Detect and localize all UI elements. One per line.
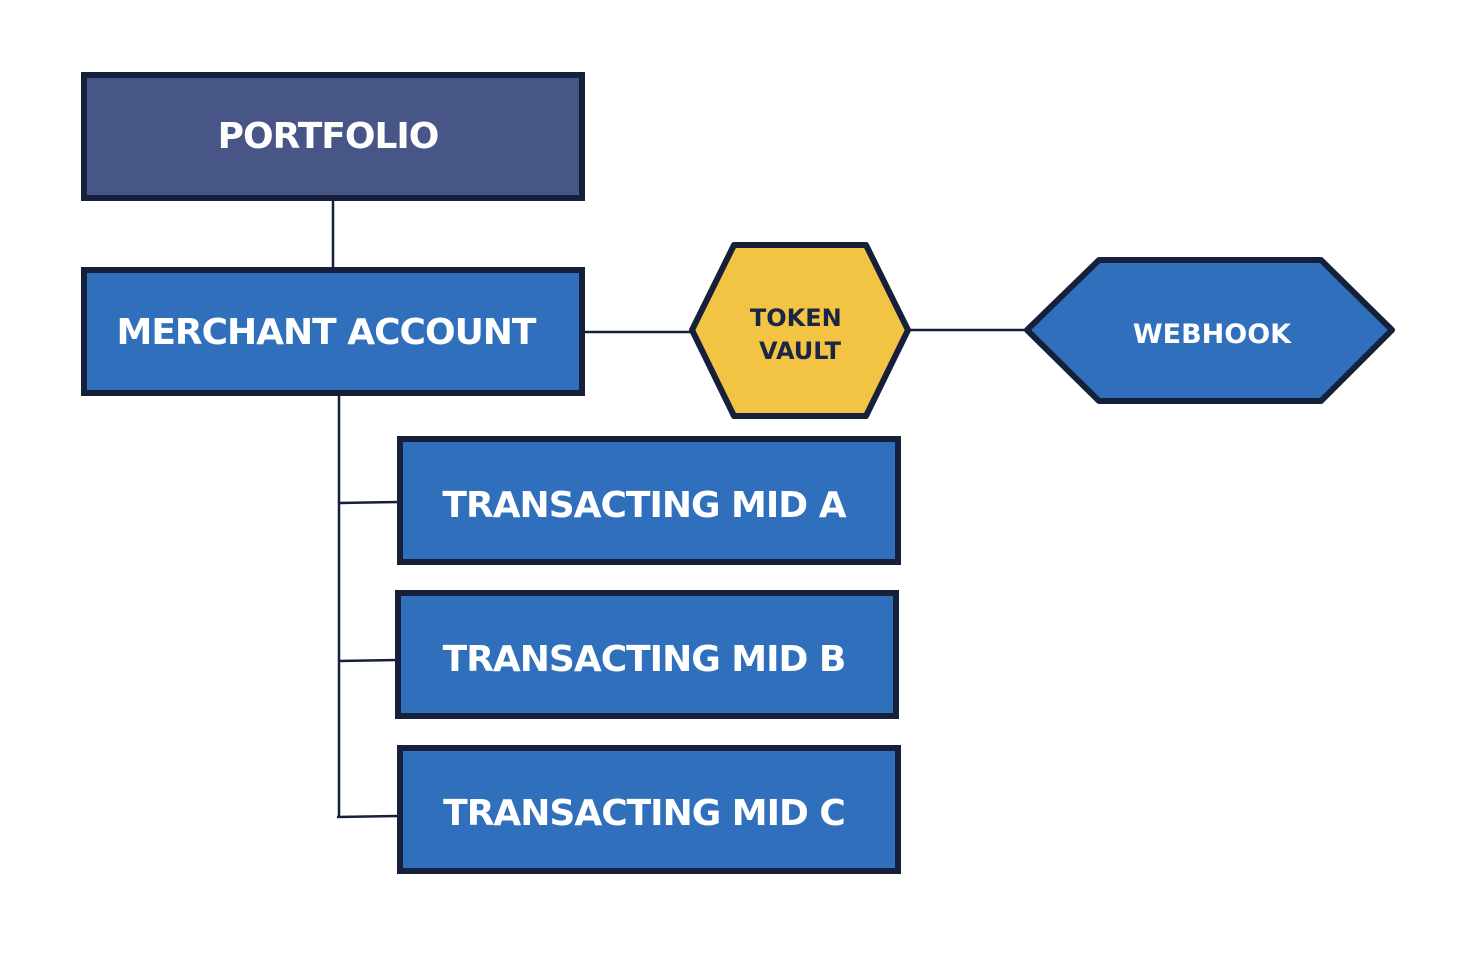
webhook-label: WEBHOOK xyxy=(1133,319,1292,350)
portfolio-node: PORTFOLIO xyxy=(81,72,585,201)
transacting-mid-b-node: TRANSACTING MID B xyxy=(395,590,899,719)
token-vault-label: TOKEN VAULT xyxy=(750,304,850,365)
merchant-account-node: MERCHANT ACCOUNT xyxy=(81,267,585,396)
token-vault-label-line1: TOKEN xyxy=(750,304,842,332)
webhook-node: WEBHOOK xyxy=(1024,257,1395,404)
connector-mid-a xyxy=(338,500,401,505)
transacting-mid-a-node: TRANSACTING MID A xyxy=(397,436,901,565)
transacting-mid-a-label: TRANSACTING MID A xyxy=(442,485,846,526)
merchant-account-label: MERCHANT ACCOUNT xyxy=(117,312,537,353)
transacting-mid-b-label: TRANSACTING MID B xyxy=(443,639,846,680)
token-vault-node: TOKEN VAULT xyxy=(689,242,911,419)
connectors xyxy=(331,200,1027,819)
portfolio-label: PORTFOLIO xyxy=(218,116,439,157)
connector-mid-b xyxy=(338,658,399,663)
transacting-mid-c-label: TRANSACTING MID C xyxy=(443,793,845,834)
token-vault-label-line2: VAULT xyxy=(759,337,842,365)
connector-mid-c xyxy=(336,814,401,819)
transacting-mid-c-node: TRANSACTING MID C xyxy=(397,745,901,874)
